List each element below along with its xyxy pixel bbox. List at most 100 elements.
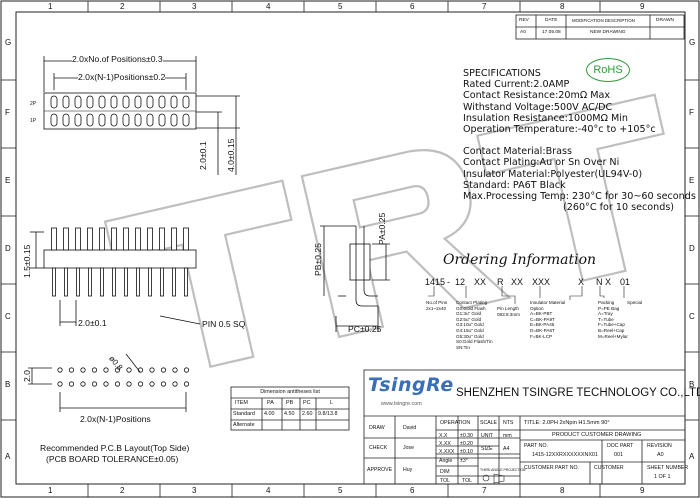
column-label-bottom-9: 9 [640, 486, 645, 495]
size-label: SIZE [481, 446, 493, 452]
ordering-legend-plating: Contact Plating G0:Gold Flash G1:3u" Gol… [456, 300, 493, 350]
row-label-right-f: F [689, 108, 694, 117]
legend-packing-b: B=Reel+Cap [598, 327, 625, 333]
legend-packing-title: Packing [598, 300, 615, 305]
top-pin-1p [110, 113, 118, 127]
pcb-hole-row-1 [183, 381, 190, 387]
pcb-row-pitch: 2.0 [22, 370, 32, 382]
pcb-hole-row-2 [91, 367, 98, 373]
side-pin-lower [184, 267, 188, 297]
column-label-bottom-7: 7 [482, 486, 487, 495]
pcb-hole-row-2 [103, 367, 109, 373]
legend-plating-sn: SN:Tin [456, 344, 470, 350]
legend-insulator-d: D=BK-PA6T [530, 327, 555, 333]
tol-label-2: TOL [462, 478, 472, 484]
projection-symbol [482, 473, 505, 484]
spec-processing-temp-2: (260°C for 10 seconds) [563, 202, 675, 214]
side-pin-upper [147, 227, 153, 251]
column-label-bottom-5: 5 [338, 486, 343, 495]
row-label-right-b: B [689, 380, 695, 389]
side-pin-lower [112, 267, 116, 297]
top-pin-2p [182, 95, 190, 109]
row-label-g: G [5, 38, 12, 47]
projection-label: THIRD ANGLE PROJECTION [480, 468, 526, 472]
row-label-right-c: C [689, 312, 695, 321]
dim-table-standard: Standard [233, 411, 255, 417]
column-label-bottom-2: 2 [120, 486, 125, 495]
rev-value-description: NEW DRAWING [590, 30, 626, 35]
dim-pin-pitch: 2.0±0.1 [78, 318, 107, 328]
title-block-grid [363, 369, 686, 485]
spec-insulator-material: Insulator Material:Polyester(UL94V-0) [463, 168, 643, 180]
column-label-bottom-1: 1 [48, 486, 53, 495]
column-label-9: 9 [640, 2, 645, 11]
unit-label: UNIT [481, 433, 494, 439]
size-value: A4 [503, 446, 510, 452]
dim-table-h-pb: PB [286, 400, 294, 406]
dimension-table-title: Dimension antitheses list [260, 389, 320, 395]
ordering-code-8: N [596, 277, 603, 287]
side-pin-upper [51, 227, 57, 251]
legend-insulator-a: A=BK-PBT [530, 311, 553, 317]
side-pin-lower [148, 267, 152, 297]
ordering-legend-positions: No.of Pins 2x1~2x40 [426, 300, 447, 311]
top-pin-1p [182, 113, 190, 127]
column-label-bottom-8: 8 [560, 486, 565, 495]
top-pin-2p [74, 95, 82, 109]
rev-value-date: 17.05.08 [542, 30, 561, 35]
dim-pitch-span: 2.0x(N-1)Positions±0.2 [78, 72, 166, 82]
revision-block [515, 14, 685, 40]
legend-insulator-title: Insulator Material [530, 300, 566, 305]
dim-table-h-l: L [330, 400, 333, 406]
top-pin-2p [146, 95, 154, 109]
dim-table-h-item: ITEM [235, 400, 248, 406]
company-website: www.tsingre.com [381, 401, 422, 407]
pcb-hole-row-2 [80, 367, 86, 373]
pcb-hole-row-1 [114, 381, 121, 387]
dimension-table-grid [230, 386, 350, 431]
dim-total-length: 2.0xNo.of Positions±0.3 [72, 54, 163, 64]
rohs-badge: RoHS [586, 58, 630, 82]
sheet-number-label: SHEET NUMBER [647, 465, 689, 471]
top-pin-2p [170, 95, 178, 109]
pcb-hole-row-1 [137, 381, 144, 387]
side-pin-upper [99, 227, 105, 251]
column-label-5: 5 [338, 2, 343, 11]
tol-angle-label: Angle [439, 458, 453, 464]
approve-name: Huy [403, 467, 413, 473]
company-logo: TsingRe [368, 374, 454, 396]
legend-packing-t: T=Tube [598, 316, 614, 322]
row-label-right-a: A [689, 452, 695, 461]
tol-xxxx-value: ±0.10 [460, 449, 473, 455]
side-pin-upper [63, 227, 69, 251]
spec-contact-material: Contact Material:Brass [463, 146, 572, 158]
pcb-hole-row-1 [149, 381, 155, 387]
legend-packing-m: M=Reel+Mylar [598, 333, 628, 339]
specifications-block: SPECIFICATIONS Rated Current:2.0AMP Cont… [463, 68, 696, 213]
legend-packing-f: F=Tube+Cap [598, 322, 625, 328]
product-customer-drawing: PRODUCT CUSTOMER DRAWING [552, 432, 642, 438]
top-pin-1p [86, 113, 94, 127]
side-pin-lower [76, 267, 80, 297]
ordering-code-1: 1415 [425, 277, 446, 287]
tol-label: TOL [440, 478, 450, 484]
part-no-value: 1415-12XXRXXXXXXNX01 [532, 452, 598, 458]
ordering-code-3: XX [474, 277, 487, 287]
legend-plating-g2: G2:5u" Gold [456, 316, 482, 322]
ordering-code-7: X [578, 277, 585, 287]
side-view-pins [51, 227, 189, 297]
row-label-b: B [5, 380, 11, 389]
row-label-right-g: G [689, 38, 696, 47]
draw-label: DRAW [369, 425, 385, 431]
row-label-c: C [5, 312, 11, 321]
column-label-7: 7 [482, 2, 487, 11]
legend-pin-length-title: Pin Length [497, 306, 519, 311]
dim-row-pitch: 2.0±0.1 [198, 141, 208, 170]
pcb-hole-row-1 [103, 381, 109, 387]
profile-view [320, 225, 390, 332]
legend-plating-g3: G3:10u" Gold [456, 322, 484, 328]
rev-header-description: MODIFICATION DESCRIPTION [572, 18, 635, 23]
side-pin-lower [52, 267, 56, 297]
dim-table-standard-pb: 4.50 [284, 411, 295, 417]
